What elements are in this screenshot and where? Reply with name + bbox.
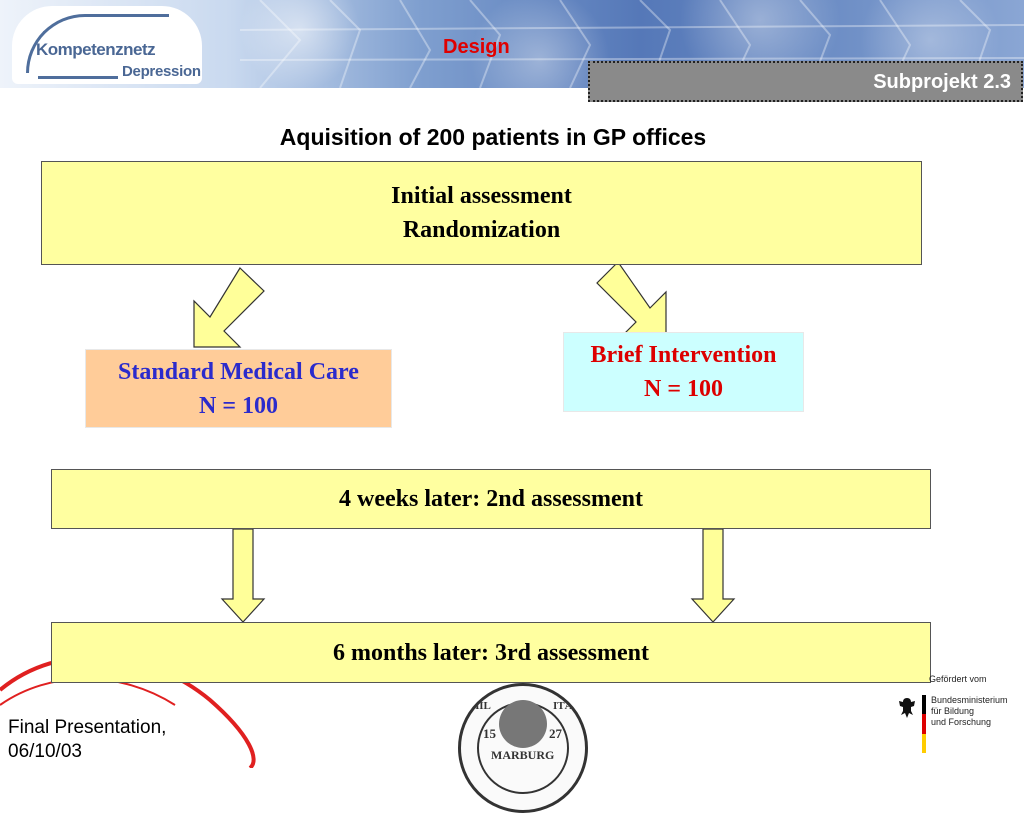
logo-text-line1: Kompetenznetz	[36, 40, 156, 59]
second-assessment-label: 4 weeks later: 2nd assessment	[339, 486, 643, 512]
initial-assessment-label: Initial assessment	[391, 183, 572, 209]
funder-name-line3: und Forschung	[931, 717, 992, 727]
second-assessment-box: 4 weeks later: 2nd assessment	[51, 469, 931, 529]
kompetenznetz-logo: Kompetenznetz Depression	[12, 6, 202, 84]
seal-portrait	[499, 700, 547, 748]
funder-label: Gefördert vom	[929, 674, 987, 684]
subprojekt-label: Subprojekt 2.3	[588, 61, 1023, 102]
footer-date: 06/10/03	[8, 741, 82, 762]
brief-intervention-n: N = 100	[643, 376, 723, 402]
standard-care-n: N = 100	[198, 392, 278, 419]
third-assessment-label: 6 months later: 3rd assessment	[333, 639, 649, 666]
randomization-label: Randomization	[402, 217, 561, 243]
initial-assessment-box: Initial assessment Randomization	[41, 161, 922, 265]
funder-name-line2: für Bildung	[931, 706, 975, 716]
funder-name: Bundesministerium für Bildung und Forsch…	[931, 695, 1008, 728]
logo-underline	[38, 76, 118, 79]
university-seal: 15 27 PHIL ITÄT MARBURG	[458, 683, 588, 813]
seal-text-left: PHIL	[464, 700, 491, 712]
footer-presentation-info: Final Presentation, 06/10/03	[8, 716, 166, 764]
seal-year-right: 27	[549, 726, 562, 741]
standard-care-label: Standard Medical Care	[118, 358, 359, 385]
funder-name-line1: Bundesministerium	[931, 695, 1008, 705]
seal-text-bottom: MARBURG	[491, 748, 555, 762]
brief-intervention-box: Brief Intervention N = 100	[563, 332, 804, 412]
standard-care-box: Standard Medical Care N = 100	[85, 349, 392, 428]
seal-text-right: ITÄT	[553, 700, 580, 712]
seal-year-left: 15	[483, 726, 496, 741]
section-title: Design	[443, 36, 510, 58]
federal-eagle-icon	[899, 698, 915, 718]
logo-text-line2: Depression	[122, 63, 201, 80]
third-assessment-box: 6 months later: 3rd assessment	[51, 622, 931, 683]
footer-line1: Final Presentation,	[8, 717, 167, 738]
headline: Aquisition of 200 patients in GP offices	[279, 124, 707, 150]
brief-intervention-label: Brief Intervention	[590, 342, 777, 368]
header-banner: Kompetenznetz Depression	[0, 0, 1024, 88]
german-flag-stripe	[922, 695, 926, 753]
